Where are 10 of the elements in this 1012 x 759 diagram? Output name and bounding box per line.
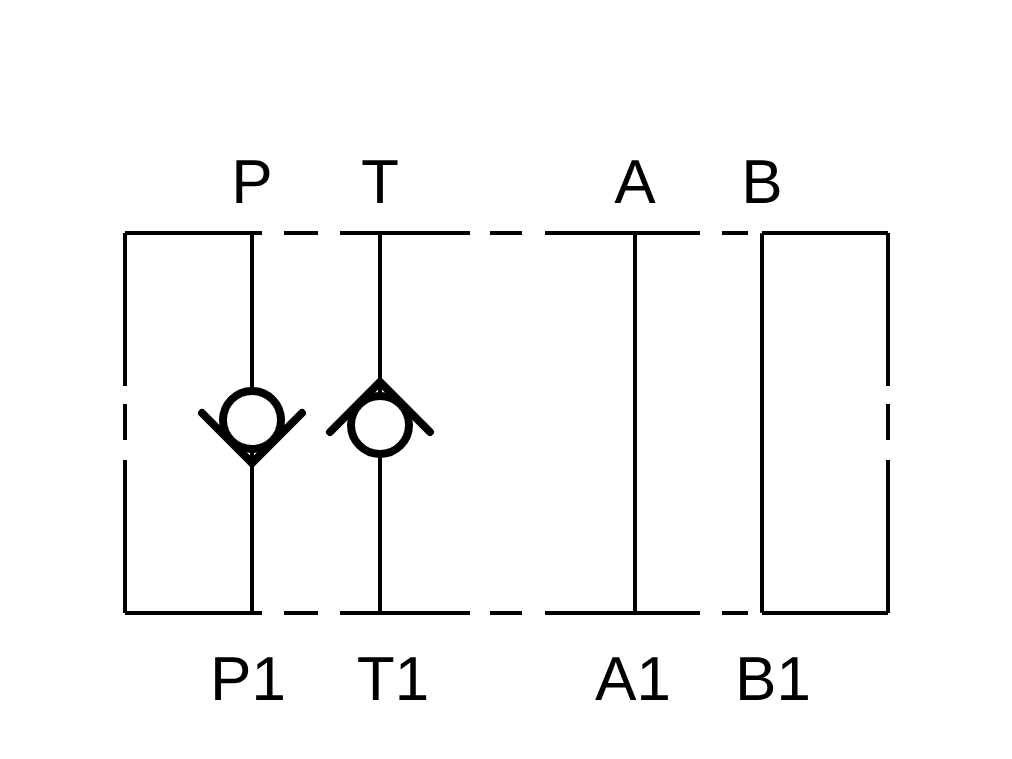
- flow-line: [633, 233, 637, 613]
- port-label: T: [362, 160, 398, 203]
- port-label: B: [746, 160, 780, 203]
- port-label: T1: [358, 657, 427, 700]
- port-label: P1: [215, 657, 283, 700]
- port-label: P: [236, 160, 270, 203]
- port-label: A1: [595, 657, 668, 700]
- flow-line: [760, 233, 764, 613]
- port-label: A: [614, 160, 656, 203]
- port-label: B1: [740, 657, 808, 700]
